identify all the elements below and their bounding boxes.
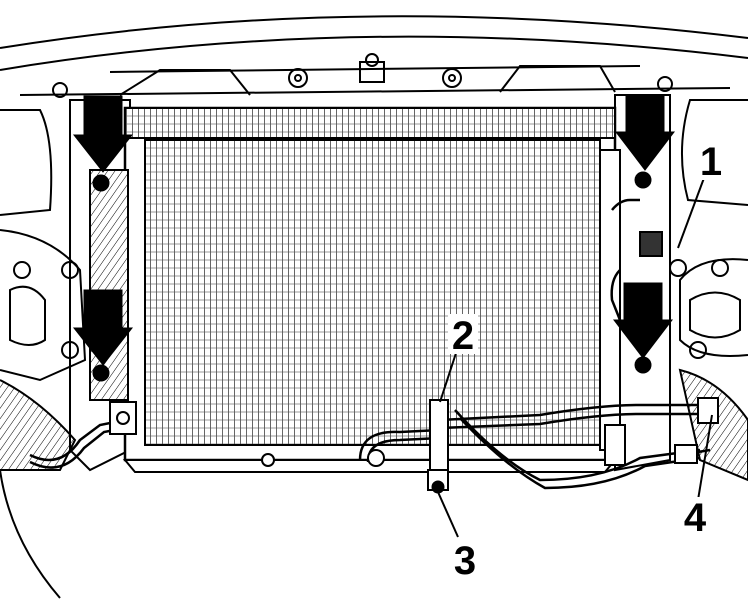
refrigerant-lines <box>29 198 711 490</box>
down-arrow-icon <box>72 289 134 366</box>
callout-label-3: 3 <box>454 539 476 583</box>
bolt-icon <box>431 480 445 494</box>
top-body-panel <box>0 15 748 98</box>
callout-1: 1 <box>696 140 726 184</box>
bolt-icon <box>92 364 110 382</box>
down-arrow-icon <box>614 95 676 171</box>
callout-4: 4 <box>680 496 710 540</box>
fittings <box>109 231 719 491</box>
condenser-frame <box>89 106 621 473</box>
down-arrow-icon <box>72 95 134 173</box>
bolt-icon <box>634 356 652 374</box>
left-headlight-area <box>0 99 131 599</box>
callout-label-2: 2 <box>452 314 474 358</box>
leader-lines <box>437 177 713 538</box>
callout-2: 2 <box>448 314 478 358</box>
callout-label-4: 4 <box>684 496 707 540</box>
callout-label-1: 1 <box>700 140 722 184</box>
callout-3: 3 <box>450 538 480 583</box>
arrows <box>72 95 676 366</box>
bolt-icon <box>92 171 652 494</box>
bolt-icon <box>92 174 110 192</box>
down-arrow-icon <box>612 282 674 359</box>
bolt-icon <box>634 171 652 189</box>
